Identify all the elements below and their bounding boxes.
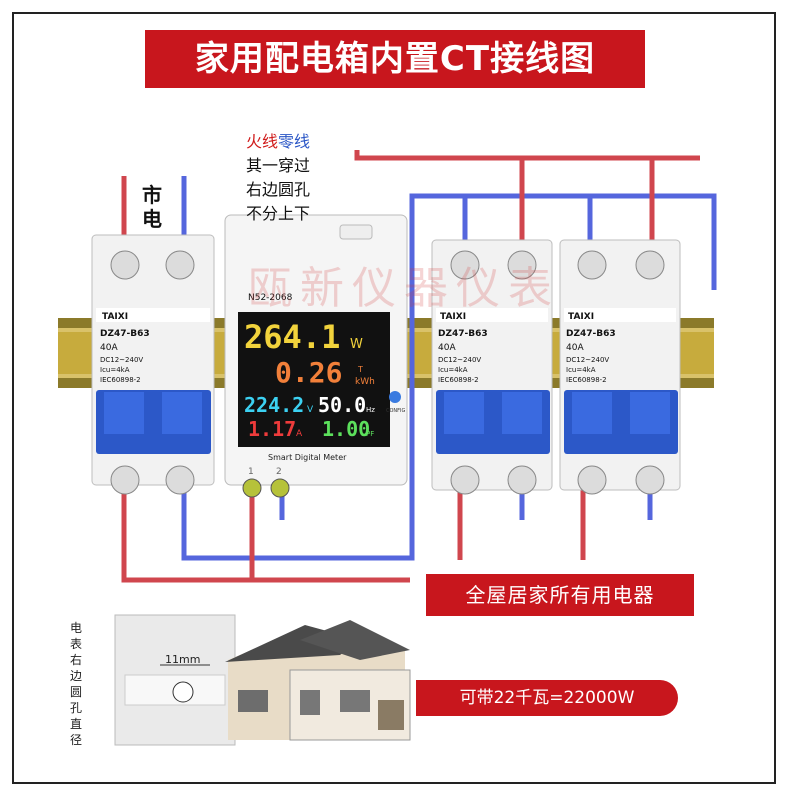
note-line-1: 火线零线 (246, 130, 310, 154)
meter-power-unit: W (350, 337, 363, 352)
meter-energy-unit: kWh (355, 377, 375, 387)
watermark: 瓯新仪器仪表 (248, 263, 560, 314)
note-line-2: 其一穿过 (246, 156, 311, 175)
breaker-1-dc: DC12~240V (100, 356, 143, 364)
live-wires (121, 150, 700, 583)
hole-note: 电表右边圆孔直径 (70, 621, 83, 747)
meter-current: 1.17 (248, 417, 296, 441)
breaker-3-brand: TAIXI (568, 312, 594, 322)
meter-energy-flag: T (357, 365, 363, 374)
house-illustration (225, 620, 411, 741)
breaker-1-brand: TAIXI (102, 312, 128, 322)
meter-pf: 1.00 (322, 417, 370, 441)
meter-energy: 0.26 (275, 356, 342, 389)
meter-display: N52-2068 264.1 W 0.26 T kWh 224.2 V 50.0… (244, 293, 406, 477)
live-wire-label: 火线 (246, 132, 279, 151)
breaker-1-model: DZ47-B63 (100, 329, 150, 339)
meter-config-label: CONFIG (386, 408, 406, 414)
breaker-2-icu: Icu=4kA (438, 366, 468, 374)
image-border (12, 12, 776, 784)
capacity-banner: 可带22千瓦=22000W (416, 680, 678, 716)
meter-pf-unit: PF (366, 430, 374, 438)
breaker-1-rating: 40A (100, 343, 118, 353)
wiring-note: 火线零线 其一穿过 右边圆孔 不分上下 (246, 130, 310, 226)
breaker-branch-1 (431, 239, 553, 495)
breaker-2-model: DZ47-B63 (438, 329, 488, 339)
hole-size-label: 11mm (165, 653, 200, 666)
meter-voltage-unit: V (307, 405, 314, 415)
note-line-3: 右边圆孔 (246, 180, 311, 199)
breaker-2-std: IEC60898-2 (438, 376, 479, 384)
breaker-2-brand: TAIXI (440, 312, 466, 322)
meter-terminal-2: 2 (276, 467, 282, 477)
meter-terminal-1: 1 (248, 467, 254, 477)
breaker-branch-2 (559, 239, 681, 495)
energy-meter (224, 214, 408, 498)
neutral-wire-label: 零线 (278, 132, 311, 151)
breaker-1-icu: Icu=4kA (100, 366, 130, 374)
meter-model: N52-2068 (248, 293, 293, 303)
breaker-main (91, 234, 215, 495)
meter-frequency: 50.0 (318, 393, 366, 417)
breaker-3-dc: DC12~240V (566, 356, 609, 364)
title-banner: 家用配电箱内置CT接线图 (145, 30, 645, 88)
meter-power: 264.1 (244, 318, 340, 356)
breaker-3-rating: 40A (566, 343, 584, 353)
meter-brand-line: Smart Digital Meter (268, 453, 347, 462)
breaker-labels: TAIXI DZ47-B63 40A DC12~240V Icu=4kA IEC… (100, 312, 616, 384)
breaker-3-model: DZ47-B63 (566, 329, 616, 339)
breaker-3-std: IEC60898-2 (566, 376, 607, 384)
meter-side-sketch (114, 614, 236, 746)
meter-frequency-unit: Hz (366, 406, 375, 414)
breaker-3-icu: Icu=4kA (566, 366, 596, 374)
mains-label: 市电 (142, 183, 162, 231)
neutral-wires (181, 176, 717, 561)
breaker-1-std: IEC60898-2 (100, 376, 141, 384)
breaker-2-dc: DC12~240V (438, 356, 481, 364)
note-line-4: 不分上下 (246, 204, 311, 223)
meter-current-unit: A (296, 429, 303, 439)
appliance-banner: 全屋居家所有用电器 (426, 574, 694, 616)
breaker-2-rating: 40A (438, 343, 456, 353)
meter-voltage: 224.2 (244, 393, 304, 417)
